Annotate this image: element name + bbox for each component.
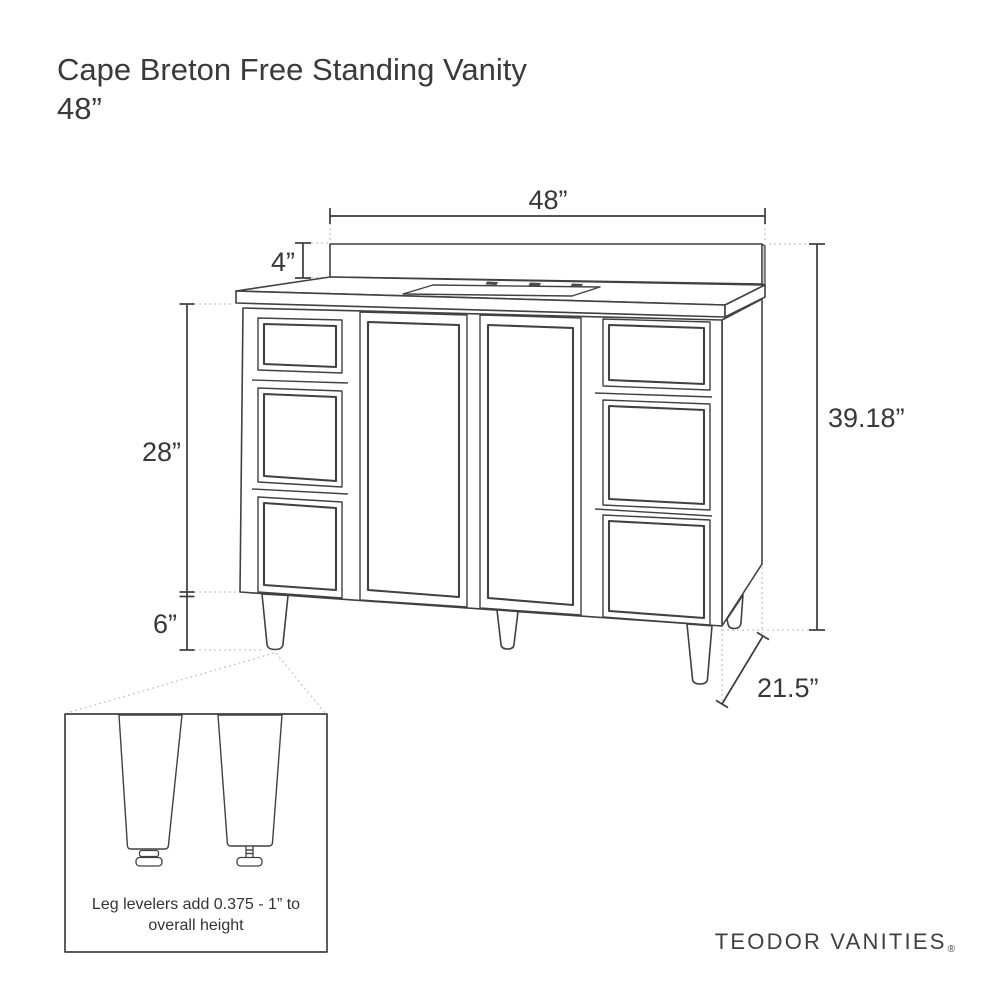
leveler-foot — [236, 856, 263, 867]
dim-depth-label: 21.5” — [757, 673, 819, 703]
front-left-leg — [261, 593, 289, 651]
countertop-end-face — [724, 284, 766, 318]
drawer-right-bottom — [602, 514, 711, 626]
door-left — [359, 311, 468, 608]
leveler-collar — [138, 849, 160, 858]
product-name: Cape Breton Free Standing Vanity — [57, 52, 527, 87]
side-panel — [721, 298, 763, 627]
right-drawer-bank — [594, 318, 713, 626]
projection-guides — [194, 223, 809, 702]
leveler-foot — [135, 856, 163, 867]
leveler-screw — [245, 845, 254, 859]
dim-backsplash-height: 4” — [271, 242, 311, 279]
dim-width-label: 48” — [528, 185, 567, 215]
dim-cabinet-label: 28” — [142, 437, 181, 467]
backsplash-end-face — [761, 242, 766, 286]
brand-name: TEODOR VANITIES — [714, 929, 947, 954]
dim-leg-label: 6” — [153, 609, 177, 639]
front-right-leg — [686, 623, 713, 685]
registered-trademark-symbol: ® — [947, 944, 955, 955]
leg-detail-callout: Leg levelers add 0.375 - 1” to overall h… — [64, 652, 328, 953]
faucet-hole — [485, 281, 498, 285]
left-drawer-bank — [251, 317, 349, 599]
backsplash — [329, 242, 766, 286]
legs — [261, 593, 713, 685]
dimension-annotations: 48” 4” 28” 6” — [142, 185, 905, 709]
drawer-left-bottom — [257, 496, 343, 599]
callout-box — [64, 713, 328, 953]
faucet-hole — [528, 282, 541, 286]
drawer-right-top — [602, 318, 711, 391]
brand-wordmark: TEODOR VANITIES® — [715, 929, 955, 955]
drawer-left-top — [257, 317, 343, 374]
callout-note-line2: overall height — [148, 917, 244, 934]
door-right — [479, 314, 582, 616]
product-size: 48” — [57, 91, 102, 126]
dim-backsplash-label: 4” — [271, 247, 295, 277]
dim-width: 48” — [329, 185, 766, 224]
callout-leg-retracted — [118, 714, 183, 867]
vanity-body — [235, 242, 766, 685]
sink-cutout — [402, 281, 601, 297]
dim-cabinet-height: 28” — [142, 303, 195, 593]
faucet-hole — [570, 283, 583, 287]
drawer-right-middle — [602, 399, 711, 511]
drawer-left-middle — [257, 387, 343, 488]
dim-leg-height: 6” — [153, 592, 195, 651]
dim-overall-label: 39.18” — [828, 403, 905, 433]
dim-depth: 21.5” — [715, 631, 819, 709]
dim-overall-height: 39.18” — [809, 243, 905, 631]
callout-note-line1: Leg levelers add 0.375 - 1” to — [92, 896, 300, 913]
callout-leg-extended — [217, 714, 283, 867]
page-title: Cape Breton Free Standing Vanity 48” — [57, 50, 527, 128]
front-center-leg — [496, 609, 519, 650]
back-right-leg — [726, 594, 744, 630]
